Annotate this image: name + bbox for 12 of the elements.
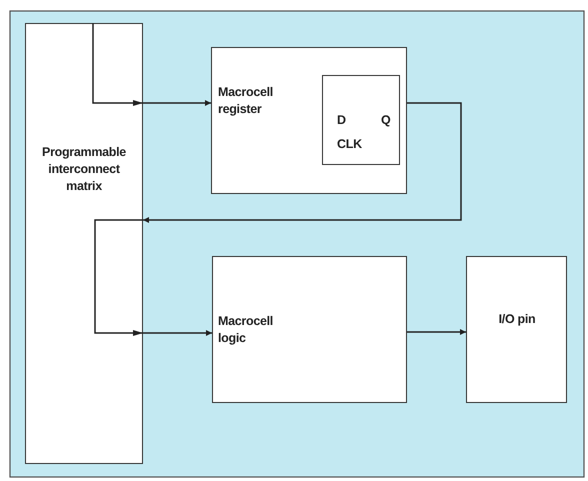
pin-block [466,256,567,403]
block-label: CLK [337,136,363,153]
block-label: D [337,112,347,129]
block-label: I/O pin [498,311,536,328]
block-label: Q [381,112,392,129]
flip-flop-block [322,75,400,165]
block-label: Programmable interconnect matrix [41,144,127,195]
block-label: Macrocell register [218,84,274,118]
matrix-block [25,23,143,464]
register-block [211,47,407,194]
logic-block [212,256,407,403]
block-label: Macrocell logic [218,313,274,347]
